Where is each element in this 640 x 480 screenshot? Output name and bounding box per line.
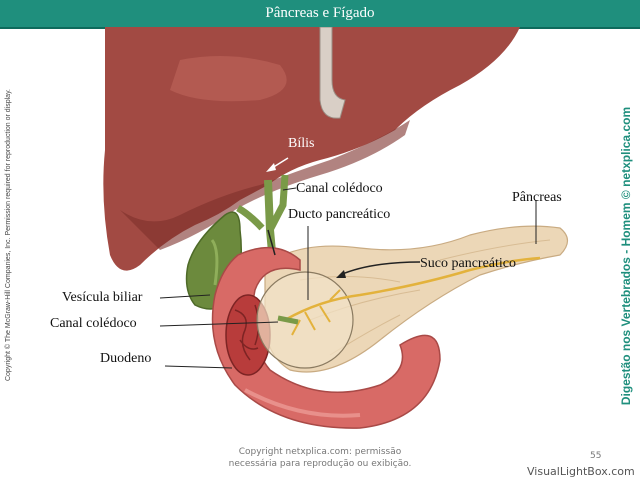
label-ducto-pancreatico: Ducto pancreático — [288, 207, 391, 222]
footer-line-2: necessária para reprodução ou exibição. — [228, 459, 412, 469]
label-bilis: Bílis — [288, 136, 315, 151]
label-vesicula-biliar: Vesícula biliar — [62, 290, 143, 305]
liver-highlight — [170, 56, 287, 102]
magnified-view — [256, 271, 354, 369]
label-canal-coledoco-left: Canal colédoco — [50, 316, 137, 331]
label-suco-pancreatico: Suco pancreático — [420, 256, 517, 271]
label-duodeno: Duodeno — [100, 351, 152, 366]
footer-copyright: Copyright netxplica.com: permissão neces… — [200, 446, 440, 470]
label-canal-coledoco-top: Canal colédoco — [296, 181, 383, 196]
page-number: 55 — [590, 451, 602, 461]
mcgraw-hill-copyright: Copyright © The McGraw-Hill Companies, I… — [5, 89, 12, 382]
footer-line-1: Copyright netxplica.com: permissão — [238, 447, 402, 457]
watermark: VisualLightBox.com — [527, 465, 635, 478]
netxplica-credit: Digestão nos Vertebrados - Homem © netxp… — [619, 106, 633, 406]
pancreatic-duct — [284, 256, 541, 322]
ligament — [319, 27, 346, 119]
slide-title: Pâncreas e Fígado — [0, 0, 640, 29]
label-pancreas: Pâncreas — [512, 190, 562, 205]
duodenum — [211, 246, 441, 429]
pancreas-liver-illustration — [103, 27, 569, 429]
